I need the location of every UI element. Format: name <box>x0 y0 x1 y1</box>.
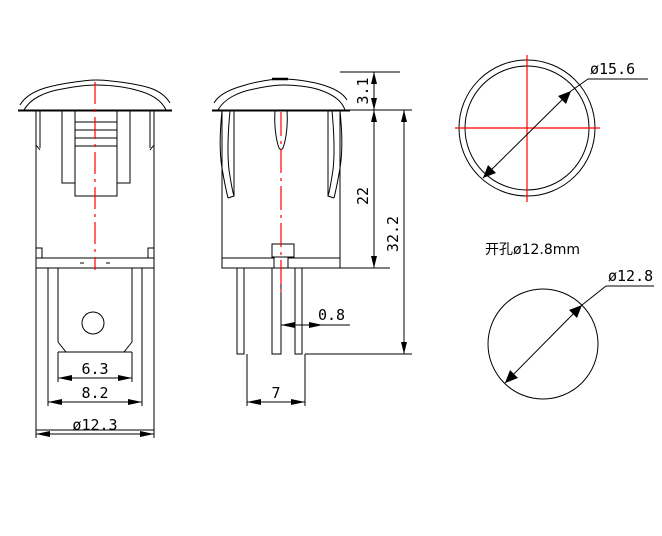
dim63-arrow-left <box>58 375 72 381</box>
dim322-arrow-top <box>401 110 407 122</box>
body-notch-left <box>36 247 43 259</box>
dim156-arrow-lower <box>483 165 496 178</box>
dim128-leader <box>581 285 607 306</box>
dimension-label-3-1: 3.1 <box>354 77 372 104</box>
cap-dome-outline <box>19 79 171 106</box>
side-pin-left <box>236 267 245 355</box>
dimension-label-6-3: 6.3 <box>81 360 108 378</box>
dim123-arrow-right <box>140 431 154 437</box>
dimension-0-8 <box>281 322 350 328</box>
dimension-label-12-3: ø12.3 <box>72 416 117 434</box>
dimension-15-6 <box>482 78 648 179</box>
dimension-label-8-2: 8.2 <box>81 384 108 402</box>
dimension-label-0-8: 0.8 <box>318 306 345 324</box>
dim08-arrow-right <box>309 322 323 328</box>
terminal-chamfer <box>57 341 133 353</box>
dim82-arrow-right <box>128 399 142 405</box>
dim123-arrow-left <box>36 431 50 437</box>
dim156-arrow-upper <box>558 91 571 104</box>
dim156-leader <box>570 78 589 92</box>
dim82-arrow-left <box>48 399 62 405</box>
dim63-arrow-right <box>118 375 132 381</box>
side-center-marker <box>271 243 295 258</box>
right-clip <box>149 111 155 151</box>
dimension-12-8 <box>504 285 654 384</box>
front-section-view <box>18 79 172 431</box>
dimension-7 <box>246 354 306 406</box>
dimension-8-2 <box>47 352 143 406</box>
left-clip <box>35 111 41 151</box>
side-pin-center <box>271 267 282 355</box>
dim128-arrow-upper <box>569 305 582 318</box>
dimension-22 <box>340 109 412 269</box>
dim128-arrow-lower <box>505 370 518 383</box>
side-base-plate-right <box>287 257 341 269</box>
mounting-hole-note: 开孔ø12.8mm <box>485 242 580 258</box>
dim156-diagonal <box>482 90 572 179</box>
body-notch-right <box>147 247 154 259</box>
cap-circle-centerlines <box>455 55 600 202</box>
side-base-plate-left <box>221 257 275 269</box>
plunger-outer-block-right <box>117 111 131 184</box>
dimension-12-3 <box>35 352 155 438</box>
dim31-arrow-bottom <box>371 98 377 110</box>
dimension-3-1 <box>340 71 400 110</box>
pin-hole-circle <box>81 311 105 335</box>
dimension-label-7: 7 <box>271 384 280 402</box>
dimension-6-3 <box>57 352 133 382</box>
side-view <box>212 77 350 355</box>
side-left-clip-outer <box>219 110 229 199</box>
dimension-label-32-2: 32.2 <box>384 216 402 252</box>
mounting-hole-circle <box>487 288 599 400</box>
dimension-32-2 <box>305 110 412 355</box>
dimension-label-22: 22 <box>354 187 372 205</box>
dimension-label-15-6: ø15.6 <box>590 60 635 78</box>
dim22-arrow-bottom <box>371 256 377 268</box>
side-right-clip-outer <box>333 110 343 199</box>
plunger-step <box>74 183 118 197</box>
cap-inner-curve <box>23 84 167 111</box>
dim31-arrow-top <box>371 72 377 84</box>
dim08-arrow-left <box>281 322 295 328</box>
dim22-arrow-top <box>371 110 377 122</box>
side-cap-inner-curve <box>217 84 346 111</box>
plunger-outer-block <box>61 111 75 184</box>
dim7-arrow-left <box>247 399 261 405</box>
dim322-arrow-bottom <box>401 342 407 354</box>
dim128-diagonal <box>504 304 583 384</box>
side-pin-right <box>294 267 303 355</box>
side-left-clip-inner <box>227 110 235 199</box>
side-cap-dome-outline <box>213 78 348 104</box>
dimension-label-12-8: ø12.8 <box>608 267 653 285</box>
mounting-hole-circle-view <box>487 288 599 400</box>
dim7-arrow-right <box>291 399 305 405</box>
side-right-clip-inner <box>327 110 335 199</box>
